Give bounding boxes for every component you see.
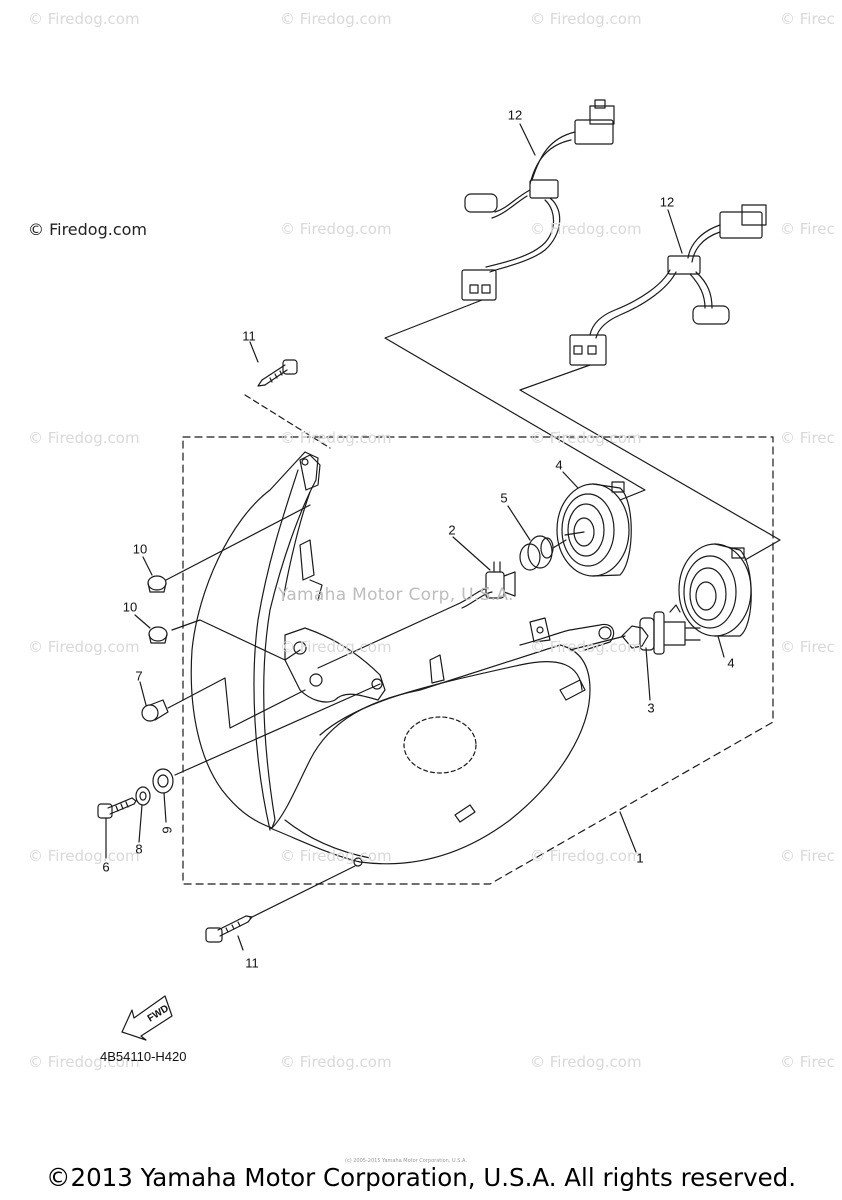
bolt11-bottom-line [249, 865, 356, 919]
watermark: © Firedog.com [530, 847, 642, 865]
bolt-11-bottom [205, 915, 253, 943]
assembly-outline [182, 436, 774, 885]
nut10-upper-line [165, 504, 311, 581]
watermark: © Firec [780, 220, 835, 238]
watermark: © Firedog.com [280, 638, 392, 656]
harness2-link-line [519, 364, 781, 561]
bolt-6 [97, 797, 137, 819]
leader-8 [138, 804, 143, 843]
watermark: © Firedog.com [280, 220, 392, 238]
watermark: © Firedog.com [530, 10, 642, 28]
watermark: © Firec [780, 1053, 835, 1071]
nut-10-lower [148, 626, 168, 644]
watermark: © Firedog.com [28, 638, 140, 656]
leader-5 [507, 505, 531, 541]
leader-4-top [562, 471, 579, 489]
leader-2 [452, 536, 491, 571]
watermark: © Firedog.com [530, 1053, 642, 1071]
leader-1 [619, 811, 637, 853]
watermark: © Firedog.com [28, 847, 140, 865]
callout-12-right: 12 [659, 194, 675, 210]
bulb3-line [569, 635, 626, 651]
leader-12-right [667, 209, 683, 254]
bulb2-line [317, 603, 459, 669]
callout-5: 5 [500, 490, 508, 506]
callout-4-upper: 4 [555, 457, 563, 473]
tiny-copyright-note: (c) 2005-2015 Yamaha Motor Corporation, … [345, 1158, 467, 1164]
leader-4-bottom [717, 635, 725, 658]
wiring-harness-2 [569, 204, 767, 366]
bolt-11-top-dash [244, 394, 331, 449]
watermark: © Firec [780, 10, 835, 28]
collar-7 [141, 699, 169, 722]
watermark: © Firedog.com [28, 1053, 140, 1071]
callout-11-top: 11 [242, 328, 256, 344]
callout-3: 3 [647, 700, 655, 716]
watermark: © Firedog.com [280, 429, 392, 447]
nut-10-upper [147, 575, 167, 593]
callout-10-upper: 10 [132, 541, 148, 557]
harness1-link-line [384, 299, 646, 501]
watermark: © Firedog.com [530, 429, 642, 447]
socket-4-lower [678, 543, 752, 637]
diagram-code: 4B54110-H420 [100, 1049, 187, 1064]
watermark: © Firedog.com [280, 847, 392, 865]
nut10-lower-line [171, 619, 301, 661]
callout-8: 8 [135, 841, 143, 857]
callout-9: 9 [159, 826, 175, 834]
callout-4-lower: 4 [727, 655, 735, 671]
watermark: © Firedog.com [530, 220, 642, 238]
socket-4-upper [556, 481, 632, 577]
leader-9 [163, 792, 167, 823]
watermark: © Firedog.com [280, 1053, 392, 1071]
leader-7 [139, 681, 147, 706]
callout-11-bottom: 11 [245, 955, 259, 971]
grommet-5 [519, 535, 567, 571]
callout-1: 1 [636, 850, 644, 866]
watermark: © Firedog.com [280, 10, 392, 28]
bolt-11-top-leader [249, 341, 259, 363]
leader-11-bottom [237, 935, 244, 951]
callout-10-lower: 10 [122, 599, 138, 615]
callout-6: 6 [102, 859, 110, 875]
watermark: © Firec [780, 638, 835, 656]
leader-10-top [142, 556, 153, 576]
fwd-arrow [121, 995, 173, 1041]
callout-7: 7 [135, 668, 143, 684]
watermark: © Firec [780, 847, 835, 865]
collar7-line [167, 677, 306, 729]
watermark: © Firec [780, 429, 835, 447]
callout-2: 2 [448, 522, 456, 538]
washer9-line [174, 683, 381, 776]
bulb-2 [457, 561, 516, 609]
watermark: © Firedog.com [28, 429, 140, 447]
washer-8 [135, 786, 151, 806]
bulb-3 [621, 604, 701, 655]
bolt-11-top [257, 359, 298, 387]
wiring-harness-1 [461, 99, 615, 301]
leader-3 [645, 647, 651, 701]
watermark-dark: © Firedog.com [28, 220, 147, 239]
leader-12-top [519, 123, 536, 156]
watermark: © Firedog.com [530, 638, 642, 656]
leader-10-bottom [134, 614, 151, 629]
watermark: © Firedog.com [28, 10, 140, 28]
headlight-housing [190, 451, 615, 867]
center-watermark: Yamaha Motor Corp, U.S.A. [278, 585, 514, 605]
copyright-footer: ©2013 Yamaha Motor Corporation, U.S.A. A… [45, 1163, 796, 1192]
washer-9 [152, 768, 174, 794]
callout-12-top: 12 [507, 107, 523, 123]
